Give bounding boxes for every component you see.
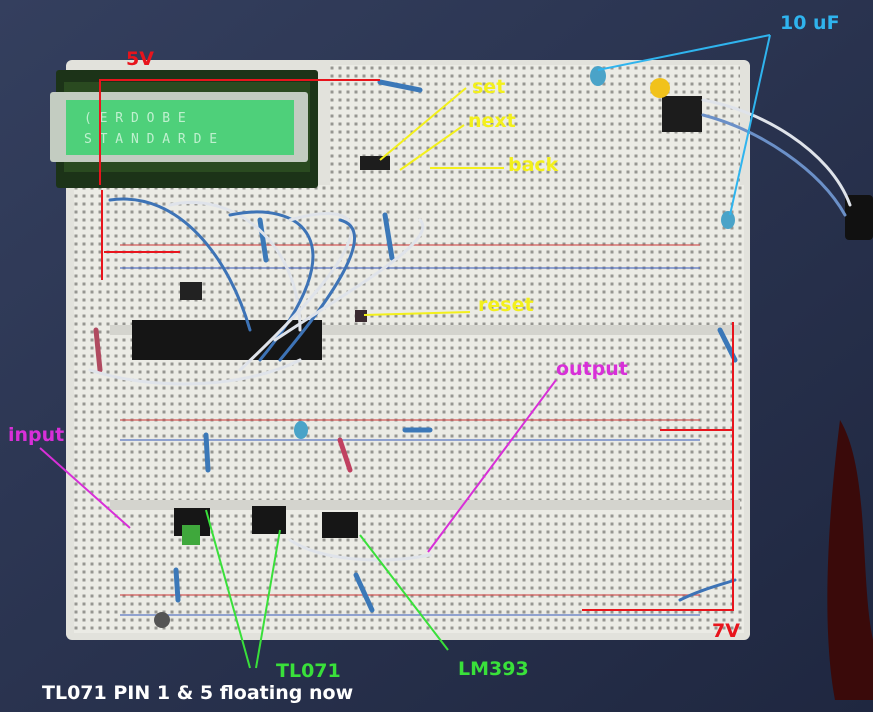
label-lm393: LM393 <box>458 658 529 680</box>
capacitor-10uf-2 <box>721 211 735 229</box>
transistor <box>180 282 202 300</box>
trimmer <box>154 612 170 628</box>
label-reset: reset <box>478 294 534 316</box>
capacitor-10uf-1 <box>590 66 606 86</box>
label-output: output <box>556 358 628 380</box>
label-input: input <box>8 424 65 446</box>
label-next: next <box>468 110 516 132</box>
green-capacitor <box>182 525 200 545</box>
capacitor-blue <box>294 421 308 439</box>
label-tl071: TL071 <box>276 660 341 682</box>
led <box>650 78 670 98</box>
tl071-chip-2 <box>252 506 286 534</box>
push-buttons <box>360 156 390 170</box>
lm393-chip <box>322 512 358 538</box>
power-clip <box>827 420 873 700</box>
jumper-wires <box>88 98 852 602</box>
lcd-line-2: S T A N D A R D E <box>84 132 217 147</box>
reset-button <box>355 310 367 322</box>
microcontroller-chip <box>132 320 322 360</box>
label-set: set <box>472 76 506 98</box>
label-5v: 5V <box>126 48 154 70</box>
label-10uf: 10 uF <box>780 12 840 34</box>
lcd-module: ( E R D O B E S T A N D A R D E <box>50 70 318 188</box>
label-back: back <box>508 154 559 176</box>
lcd-line-1: ( E R D O B E <box>84 111 186 126</box>
label-7v: 7V <box>712 620 740 642</box>
voltage-regulator <box>662 96 702 132</box>
caption: TL071 PIN 1 & 5 floating now <box>42 682 354 704</box>
battery-connector <box>845 195 873 240</box>
annotation-lines <box>39 34 771 669</box>
